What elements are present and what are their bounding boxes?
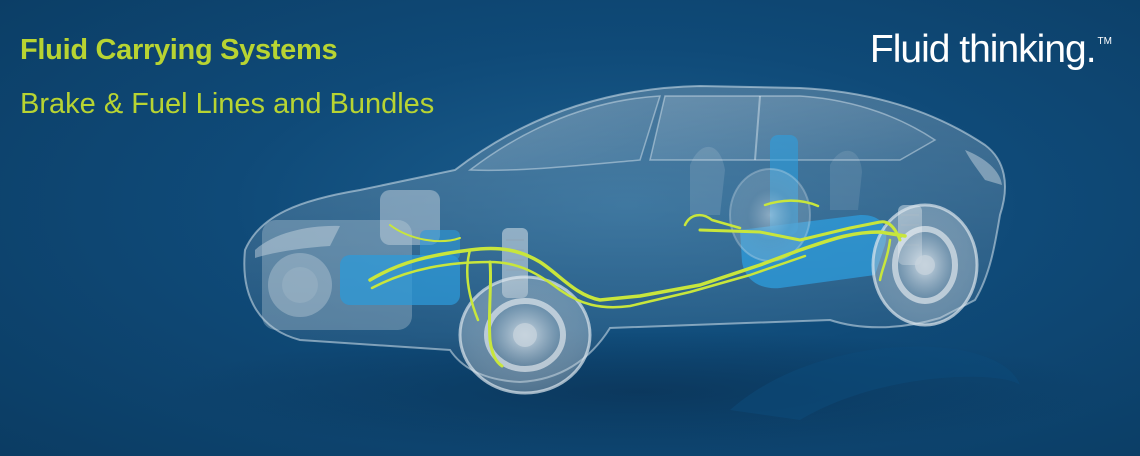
trademark-mark: TM [1097,36,1112,47]
seat-shape-rear [830,150,862,210]
door-pillar [754,95,761,161]
brake-fuel-lines [368,199,907,368]
seat-shape [690,146,725,215]
windshield [467,95,662,172]
brand-tagline: Fluid thinking. [869,28,1097,71]
ground-swoosh [730,346,1020,420]
engine-block [262,190,460,330]
ground-shadow [170,330,1110,454]
side-windows [649,95,937,161]
taillight [965,150,1002,185]
brand-logo: Fluid thinking.TM [870,28,1112,72]
front-wheel [458,275,592,395]
rear-wheel-far [729,168,811,262]
headlight [255,225,340,258]
page-title: Fluid Carrying Systems [20,34,338,66]
page-subtitle: Brake & Fuel Lines and Bundles [20,88,435,120]
